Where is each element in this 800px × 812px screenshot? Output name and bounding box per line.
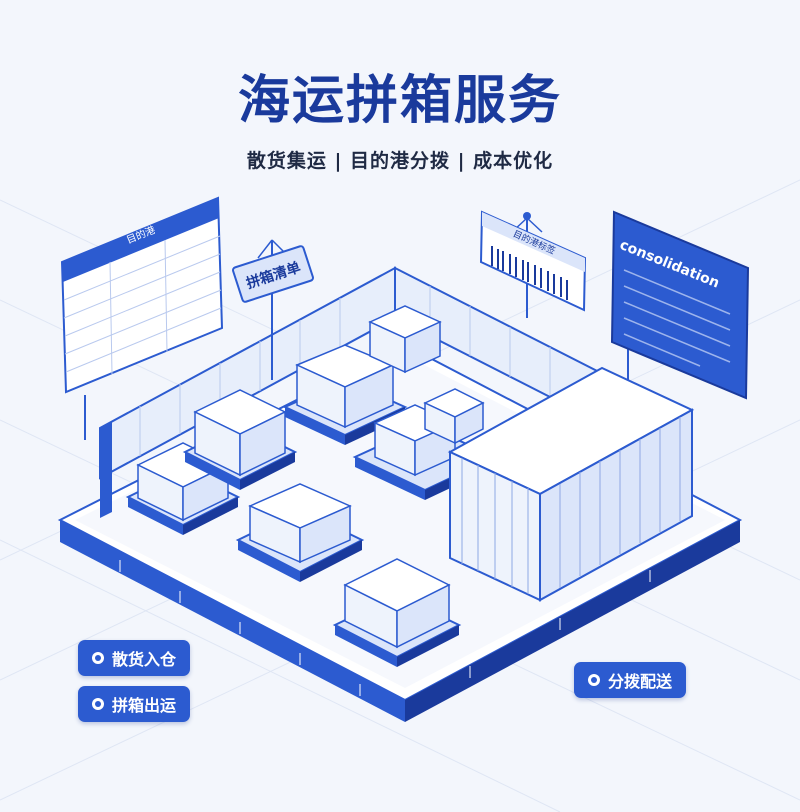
shipping-container: [447, 366, 695, 602]
bullet-icon: [92, 652, 104, 664]
cargo-pallet: [368, 305, 442, 374]
bullet-icon: [92, 698, 104, 710]
page-title: 海运拼箱服务: [237, 71, 562, 131]
barcode-icon: [491, 246, 568, 300]
floor-edge-stripes: [119, 560, 651, 696]
distribute-tag-label: 分拨配送: [608, 672, 673, 691]
cargo-pallet: [352, 388, 498, 500]
cargo-pallet: [182, 389, 298, 490]
consolidate-tag-label: 拼箱出运: [112, 696, 177, 715]
distribute-tag: 分拨配送: [574, 662, 687, 698]
inbound-tag-label: 散货入仓: [112, 650, 177, 669]
manifest-sign: 拼箱清单: [232, 239, 314, 380]
cargo-pallet: [332, 558, 462, 667]
port-table-board: 目的港: [60, 196, 224, 440]
consolidation-panel: consolidation: [610, 210, 750, 400]
barcode-sign: 目的港标签: [479, 210, 587, 318]
cargo-pallet: [125, 442, 241, 535]
consolidate-tag: 拼箱出运: [78, 686, 191, 722]
inbound-tag: 散货入仓: [78, 640, 191, 676]
cargo-pallet: [235, 483, 365, 582]
bullet-icon: [588, 674, 600, 686]
page-subtitle: 散货集运 | 目的港分拨 | 成本优化: [246, 150, 554, 172]
